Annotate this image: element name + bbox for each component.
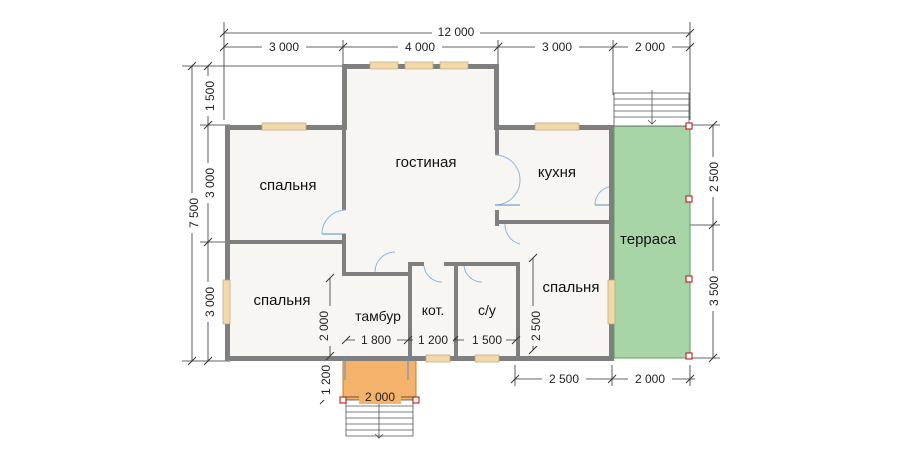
dim-left-top: 1 500 bbox=[203, 81, 217, 111]
room-labels: спальня спальня гостиная кухня спальня т… bbox=[254, 154, 677, 324]
bottom-dimensions: 2 500 2 000 bbox=[510, 365, 695, 386]
inner-dimensions: 2 000 2 500 1 800 1 200 1 500 bbox=[317, 253, 543, 361]
dim-porch-height: 1 200 bbox=[319, 365, 333, 395]
dim-left-mid: 3 000 bbox=[203, 168, 217, 198]
dim-inner-2500: 2 500 bbox=[529, 311, 543, 341]
floor-fill bbox=[230, 70, 610, 356]
right-dimensions: 2 500 3 500 bbox=[690, 120, 721, 363]
room-label-terrace: терраса bbox=[620, 231, 677, 248]
dim-top-4: 2 000 bbox=[635, 40, 665, 54]
dim-inner-1800: 1 800 bbox=[361, 333, 391, 347]
room-label-boiler: кот. bbox=[422, 302, 445, 318]
dim-top-1: 3 000 bbox=[269, 40, 299, 54]
porch-steps bbox=[345, 398, 414, 439]
windows bbox=[222, 61, 616, 363]
dim-left-total: 7 500 bbox=[187, 198, 201, 228]
room-label-bathroom: с/у bbox=[478, 302, 496, 318]
room-label-bedroom-right: спальня bbox=[543, 279, 600, 296]
dim-inner-1500: 1 500 bbox=[472, 333, 502, 347]
terrace-posts bbox=[685, 122, 693, 360]
doors bbox=[321, 154, 610, 380]
terrace-steps bbox=[613, 90, 690, 127]
dim-right-top: 2 500 bbox=[707, 162, 721, 192]
room-label-vestibule: тамбур bbox=[355, 308, 401, 324]
dim-inner-1200: 1 200 bbox=[418, 333, 448, 347]
room-label-living: гостиная bbox=[396, 154, 457, 171]
room-label-kitchen: кухня bbox=[538, 164, 576, 181]
dim-top-3: 3 000 bbox=[542, 40, 572, 54]
room-label-bedroom-bottom-left: спальня bbox=[254, 292, 311, 309]
dim-top-2: 4 000 bbox=[405, 40, 435, 54]
dim-bottom-2000: 2 000 bbox=[635, 372, 665, 386]
porch-dimensions: 1 200 2 000 bbox=[319, 355, 416, 405]
dim-left-bottom: 3 000 bbox=[203, 287, 217, 317]
dim-total-width: 12 000 bbox=[438, 25, 475, 39]
dim-right-bottom: 3 500 bbox=[707, 276, 721, 306]
dim-bottom-2500: 2 500 bbox=[549, 372, 579, 386]
top-dimensions: 12 000 3 000 4 000 3 000 2 000 bbox=[219, 22, 695, 120]
left-dimensions: 7 500 1 500 3 000 3 000 bbox=[182, 61, 345, 366]
room-label-bedroom-top-left: спальня bbox=[260, 177, 317, 194]
dim-porch-width: 2 000 bbox=[365, 390, 395, 404]
dim-inner-2000: 2 000 bbox=[317, 311, 331, 341]
terrace-area bbox=[613, 125, 691, 359]
